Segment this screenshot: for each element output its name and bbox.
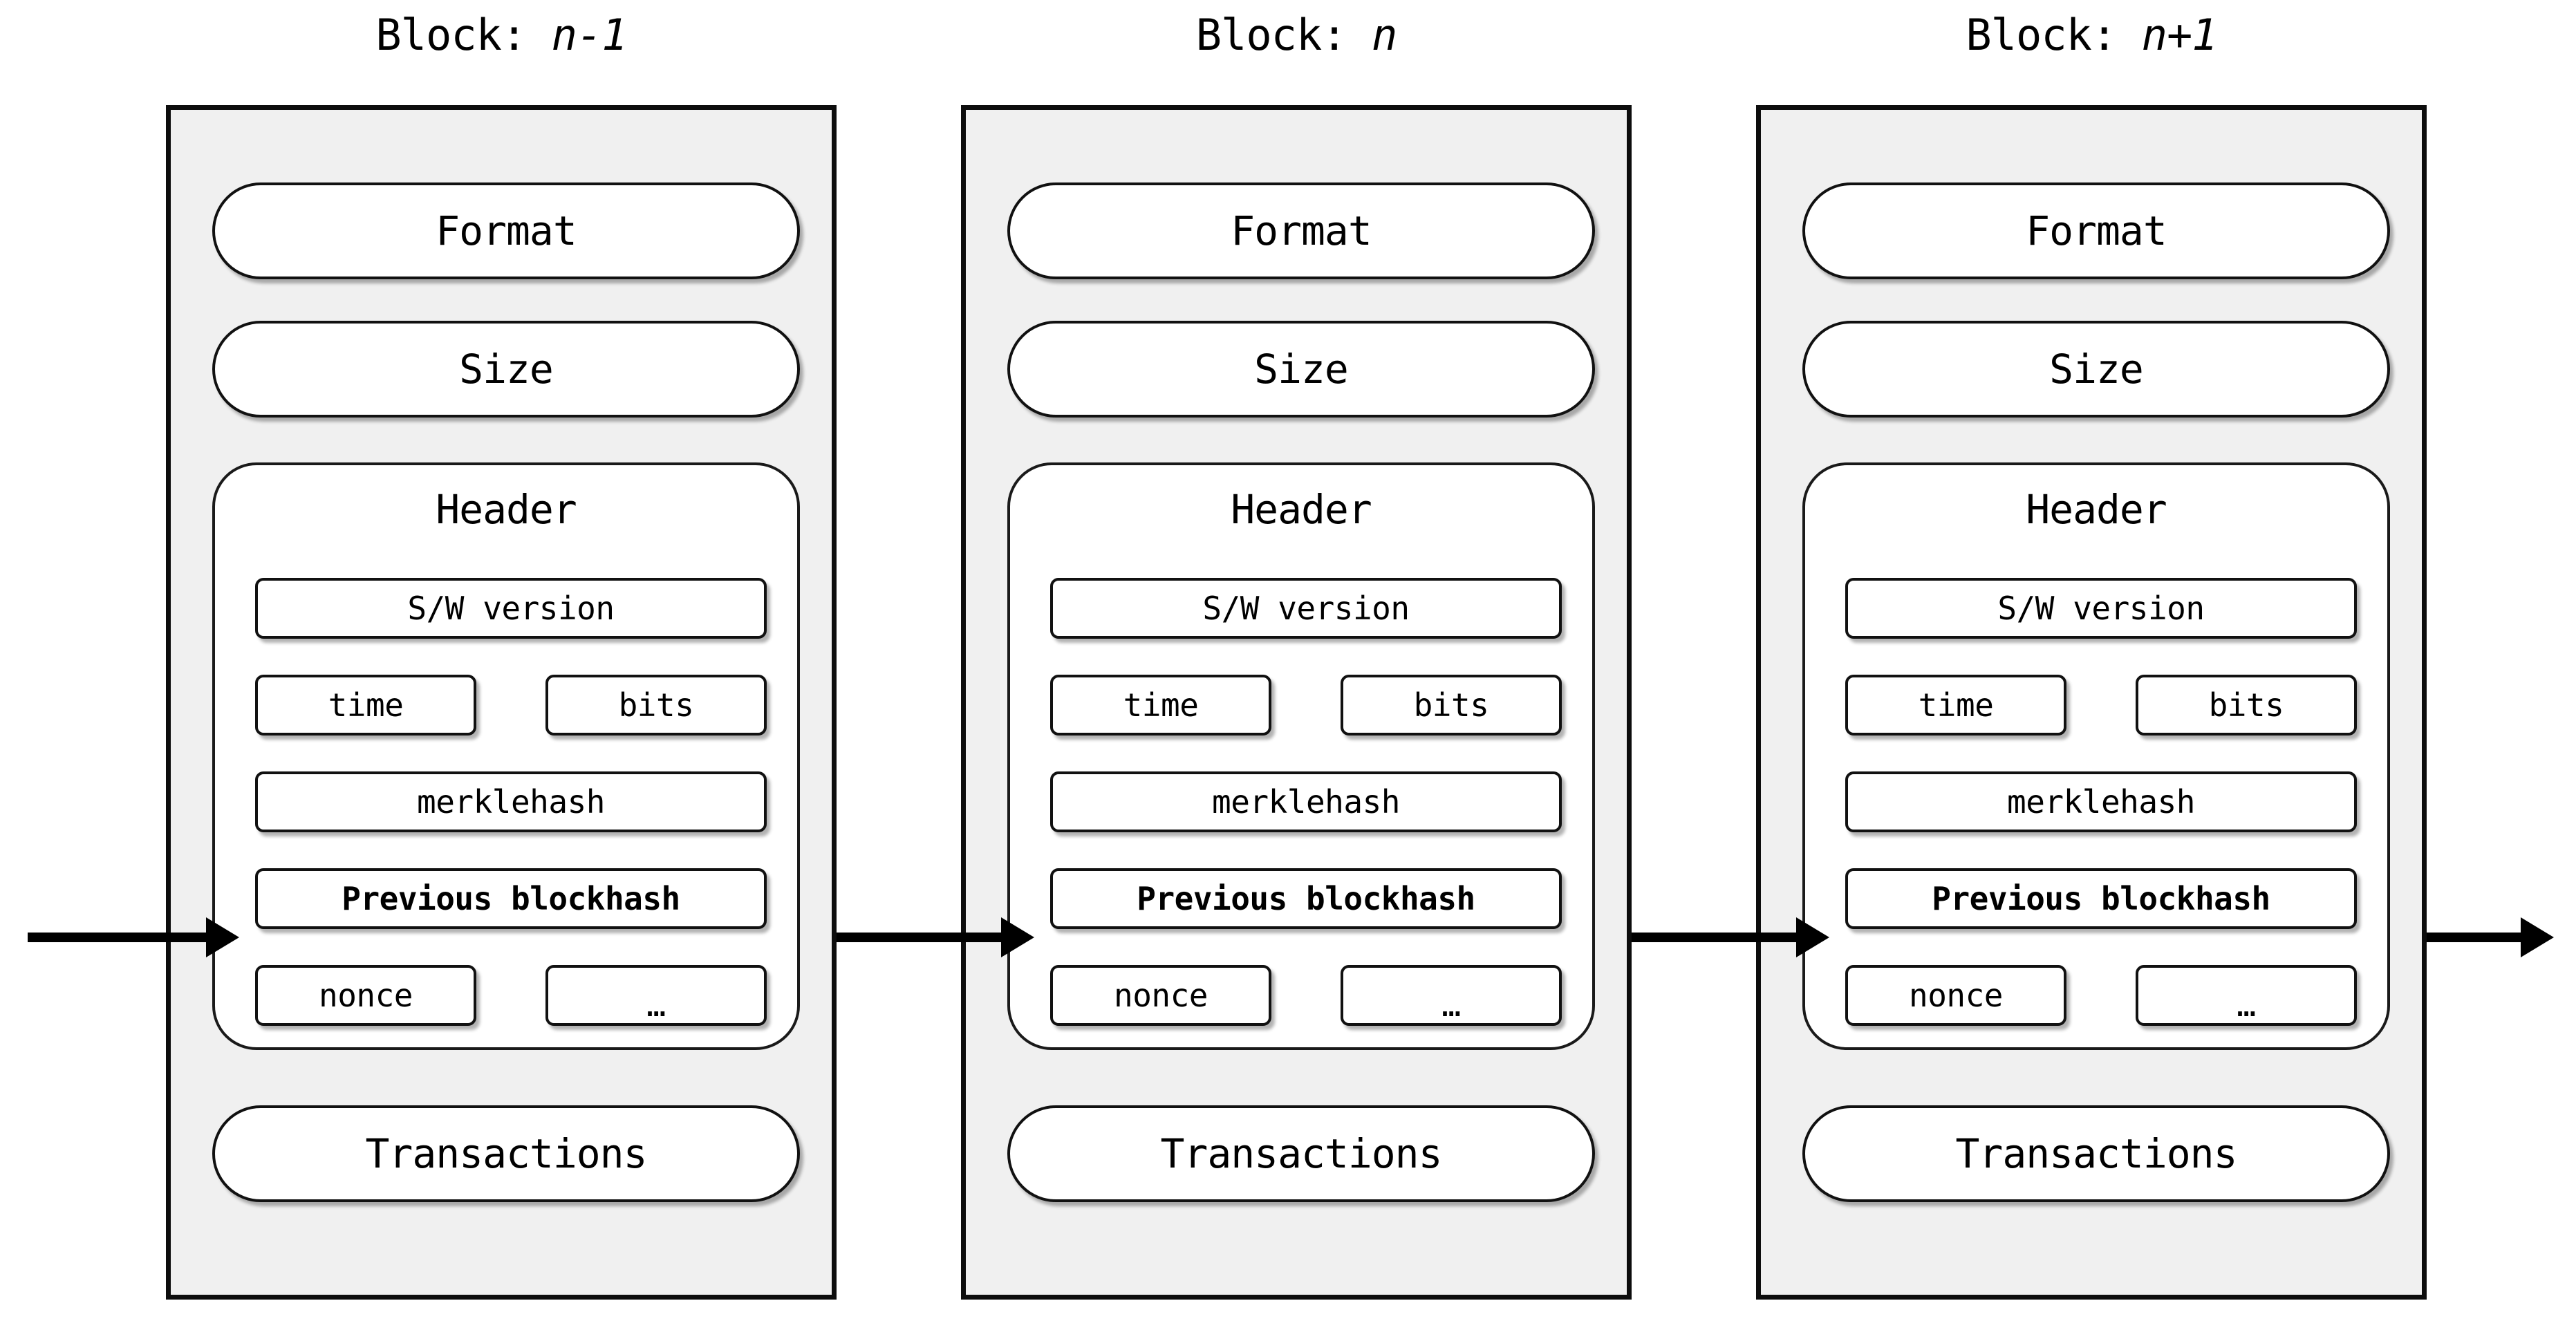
- block-field-size[interactable]: Size: [212, 321, 800, 418]
- block-field-transactions[interactable]: Transactions: [212, 1105, 800, 1202]
- header-field-sw-version[interactable]: S/W version: [1845, 578, 2357, 639]
- block-header-title: Header: [1231, 486, 1372, 533]
- header-field-bits-label: bits: [618, 686, 694, 724]
- header-field-time[interactable]: time: [1050, 675, 1271, 736]
- header-field-previous-blockhash[interactable]: Previous blockhash: [1050, 868, 1562, 929]
- block-title-prefix: Block:: [1966, 10, 2142, 60]
- arrow-line: [837, 933, 1004, 942]
- header-field-previous-blockhash-label: Previous blockhash: [1932, 880, 2270, 917]
- block-field-transactions[interactable]: Transactions: [1802, 1105, 2390, 1202]
- header-field-bits[interactable]: bits: [545, 675, 767, 736]
- header-field-more[interactable]: …: [1341, 965, 1562, 1026]
- header-field-nonce[interactable]: nonce: [1050, 965, 1271, 1026]
- header-field-merklehash-label: merklehash: [1212, 783, 1400, 821]
- block-field-format[interactable]: Format: [1802, 182, 2390, 279]
- block-container-n: Format Size Header S/W version time bits…: [961, 105, 1632, 1300]
- block-field-format[interactable]: Format: [212, 182, 800, 279]
- header-field-merklehash-label: merklehash: [417, 783, 605, 821]
- block-field-size-label: Size: [2049, 346, 2144, 393]
- arrow-head-icon: [1001, 917, 1034, 957]
- header-field-more[interactable]: …: [2136, 965, 2357, 1026]
- block-container-n-minus-1: Format Size Header S/W version time bits…: [166, 105, 837, 1300]
- header-field-sw-version[interactable]: S/W version: [255, 578, 767, 639]
- block-field-format-label: Format: [1231, 207, 1372, 254]
- header-field-sw-version[interactable]: S/W version: [1050, 578, 1562, 639]
- block-field-transactions-label: Transactions: [365, 1130, 647, 1177]
- header-field-more[interactable]: …: [545, 965, 767, 1026]
- header-field-more-label: …: [646, 986, 666, 1024]
- block-field-size-label: Size: [459, 346, 554, 393]
- block-header-title: Header: [436, 486, 577, 533]
- header-field-bits-label: bits: [2208, 686, 2284, 724]
- arrow-head-icon: [206, 917, 239, 957]
- block-field-transactions-label: Transactions: [1160, 1130, 1442, 1177]
- block-title-n-plus-1: Block: n+1: [1756, 7, 2427, 64]
- block-header-title: Header: [2026, 486, 2167, 533]
- header-field-more-label: …: [1441, 986, 1461, 1024]
- block-title-n-minus-1: Block: n-1: [166, 7, 837, 64]
- block-title-prefix: Block:: [1195, 10, 1372, 60]
- header-field-more-label: …: [2237, 986, 2256, 1024]
- block-header-container: Header S/W version time bits merklehash …: [212, 462, 800, 1050]
- header-field-previous-blockhash[interactable]: Previous blockhash: [1845, 868, 2357, 929]
- header-field-merklehash[interactable]: merklehash: [1845, 771, 2357, 832]
- arrow-line: [2427, 933, 2523, 942]
- header-field-sw-version-label: S/W version: [407, 590, 615, 627]
- block-title-index: n: [1371, 10, 1397, 60]
- header-field-merklehash[interactable]: merklehash: [255, 771, 767, 832]
- header-field-sw-version-label: S/W version: [1202, 590, 1410, 627]
- arrow-line: [1632, 933, 1799, 942]
- block-n: Block: n Format Size Header S/W version …: [961, 0, 1632, 1321]
- header-field-time[interactable]: time: [1845, 675, 2066, 736]
- header-field-merklehash-label: merklehash: [2007, 783, 2195, 821]
- header-field-previous-blockhash[interactable]: Previous blockhash: [255, 868, 767, 929]
- block-container-n-plus-1: Format Size Header S/W version time bits…: [1756, 105, 2427, 1300]
- block-field-transactions-label: Transactions: [1955, 1130, 2237, 1177]
- block-header-container: Header S/W version time bits merklehash …: [1007, 462, 1595, 1050]
- header-field-nonce[interactable]: nonce: [1845, 965, 2066, 1026]
- header-field-time[interactable]: time: [255, 675, 476, 736]
- block-header-container: Header S/W version time bits merklehash …: [1802, 462, 2390, 1050]
- header-field-nonce[interactable]: nonce: [255, 965, 476, 1026]
- block-field-size[interactable]: Size: [1802, 321, 2390, 418]
- header-field-bits[interactable]: bits: [1341, 675, 1562, 736]
- block-title-index: n-1: [551, 10, 628, 60]
- header-field-nonce-label: nonce: [319, 977, 413, 1014]
- block-field-format-label: Format: [2026, 207, 2167, 254]
- header-field-sw-version-label: S/W version: [1997, 590, 2205, 627]
- block-field-size[interactable]: Size: [1007, 321, 1595, 418]
- block-title-n: Block: n: [961, 7, 1632, 64]
- block-field-size-label: Size: [1254, 346, 1349, 393]
- header-field-merklehash[interactable]: merklehash: [1050, 771, 1562, 832]
- header-field-bits-label: bits: [1413, 686, 1489, 724]
- arrow-head-icon: [1796, 917, 1829, 957]
- block-field-format[interactable]: Format: [1007, 182, 1595, 279]
- block-title-prefix: Block:: [375, 10, 552, 60]
- block-field-transactions[interactable]: Transactions: [1007, 1105, 1595, 1202]
- header-field-time-label: time: [1918, 686, 1994, 724]
- header-field-bits[interactable]: bits: [2136, 675, 2357, 736]
- header-field-nonce-label: nonce: [1114, 977, 1208, 1014]
- block-n-minus-1: Block: n-1 Format Size Header S/W versio…: [166, 0, 837, 1321]
- arrow-line: [28, 933, 209, 942]
- header-field-previous-blockhash-label: Previous blockhash: [1137, 880, 1475, 917]
- arrow-head-icon: [2521, 917, 2554, 957]
- header-field-time-label: time: [1123, 686, 1199, 724]
- header-field-previous-blockhash-label: Previous blockhash: [342, 880, 680, 917]
- block-field-format-label: Format: [436, 207, 577, 254]
- block-n-plus-1: Block: n+1 Format Size Header S/W versio…: [1756, 0, 2427, 1321]
- header-field-nonce-label: nonce: [1909, 977, 2003, 1014]
- block-title-index: n+1: [2141, 10, 2218, 60]
- header-field-time-label: time: [328, 686, 404, 724]
